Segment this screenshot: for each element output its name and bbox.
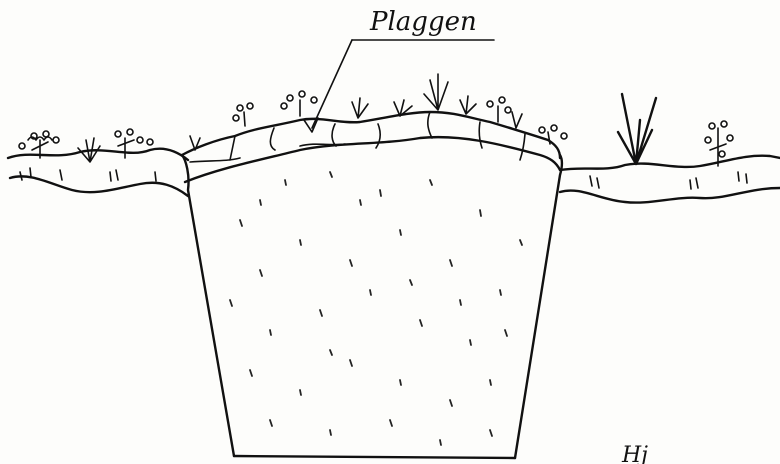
heather-plant-icon [281, 91, 317, 116]
artist-signature: Hj [621, 443, 648, 464]
grass-tuft-icon [618, 94, 656, 164]
heather-plant-icon [233, 103, 253, 126]
plaggen-label: Plaggen [369, 7, 477, 37]
heather-plant-icon [487, 97, 511, 122]
left-ground-surface [8, 149, 188, 196]
pit-outline [182, 137, 562, 458]
grass-tuft-icon [512, 112, 522, 128]
heather-plant-icon [539, 125, 567, 144]
leader-line [312, 40, 352, 128]
right-ground-surface [560, 156, 780, 203]
grass-tuft-icon [460, 96, 476, 114]
sand-fill-texture [230, 172, 522, 445]
grass-tuft-icon [424, 74, 448, 110]
grass-tuft-icon [352, 98, 368, 118]
